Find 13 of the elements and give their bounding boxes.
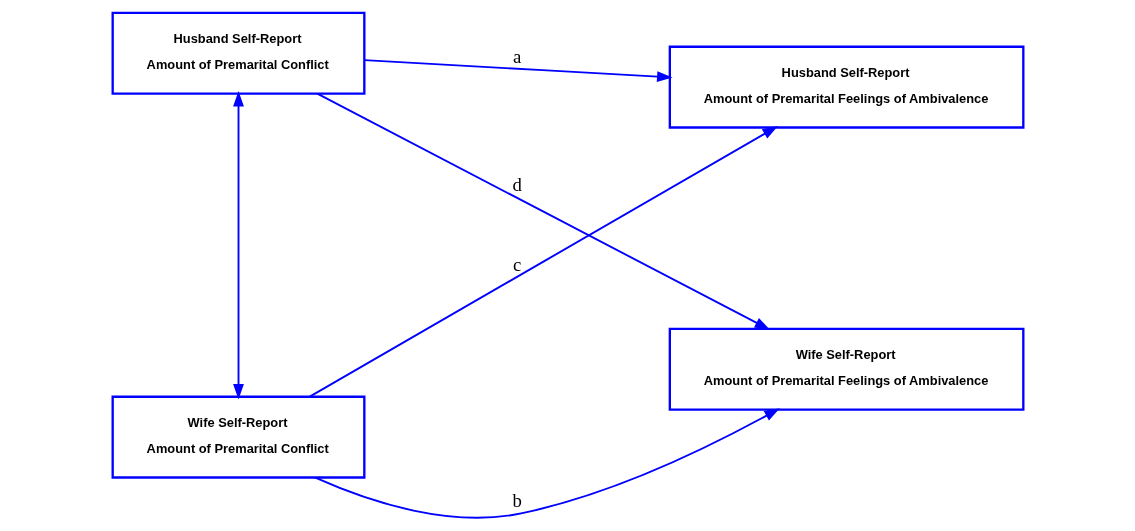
arrow (308, 126, 778, 398)
edge-label: d (511, 174, 522, 196)
edge-label: b (511, 490, 522, 512)
node-box: Wife Self-Report Amount of Premarital Feelings of Ambivalence (668, 327, 1024, 411)
node-box: Husband Self-Report Amount of Premarital Conflict (111, 11, 365, 95)
arrow (363, 59, 672, 82)
node-box: Husband Self-Report Amount of Premarital Feelings of Ambivalence (668, 45, 1024, 129)
node-box: Wife Self-Report Amount of Premarital Conflict (111, 395, 365, 479)
arrow (232, 90, 244, 400)
edge-label: c (512, 253, 521, 275)
edge-label: a (512, 46, 521, 68)
arrow (315, 92, 770, 330)
arrow (313, 408, 780, 519)
